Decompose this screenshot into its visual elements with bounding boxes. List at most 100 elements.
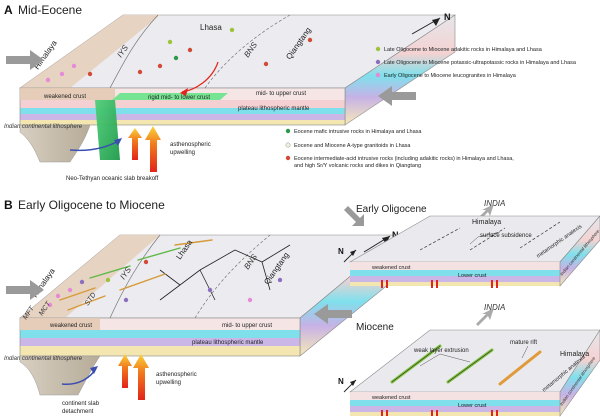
panel-a-oceanic-slab [95,100,120,160]
panel-a-weakened-crust-label: weakened crust [43,94,86,100]
inset-oligocene-subsidence-lines [419,221,561,251]
panel-a-north-label: N [444,12,451,22]
panel-b-left-push-arrow [6,280,44,300]
panel-b-north-arrow: N [363,230,399,253]
panel-b-upwelling-arrows [118,354,149,400]
panel-a-bns-line [204,14,291,89]
inset-oligocene-lower-label: Lower crust [458,273,487,279]
panel-a-slab-label: Neo-Tethyan oceanic slab breakoff [66,176,159,182]
inset-oligocene-north-label: N [338,247,344,256]
inset-miocene-leader-lines [419,345,529,367]
panel-a-left-push-arrow [6,50,44,70]
panel-b-rift-network [159,244,291,301]
panel-a-indian-lithosphere-label: Indian continental lithosphere [4,124,83,130]
inset-oligocene-crust [350,262,560,270]
inset-oligocene-side [559,215,600,287]
inset-miocene-crust [350,392,560,400]
panel-b-upwelling-label-2: upwelling [156,380,181,386]
inset-miocene-side [559,329,600,417]
inset-oligocene-subsidence: surface subsidence [480,233,532,239]
inset-miocene-mantle [350,406,560,412]
panel-b-himalaya-zone [20,235,160,318]
panel-a-weak-layer [20,100,345,108]
panel-b-dike-strokes [59,239,213,311]
inset-oligocene-heat-arrows [381,280,498,288]
inset-miocene-lower-label: Lower crust [458,403,487,409]
inset-miocene-extrusion-strokes [390,344,542,386]
legend-adakitic: Late Oligocene to Miocene adakitic rocks… [384,47,543,53]
inset-oligocene: Early Oligocene INDIA Himalaya surface s… [338,199,600,288]
inset-miocene-rift: mature rift [510,340,537,346]
inset-oligocene-himalaya: Himalaya [472,219,501,226]
panel-b-iys-line [109,234,161,319]
panel-b-slab-label-1: continent slab [62,401,100,407]
legend-a-type: Eocene and Miocene A-type granitoids in … [294,143,411,149]
panel-a-mantle-label: plateau lithospheric mantle [238,106,310,112]
inset-miocene-lower [350,400,560,406]
legend-leucogranites: Early Oligocene to Miocene leucogranites… [384,73,517,79]
panel-b-upwelling-label-1: asthenospheric [156,372,197,378]
panel-a-upper-crust-label: mid- to upper crust [256,91,306,97]
panel-a-title: Mid-Eocene [18,3,82,17]
panel-b-indian-lithosphere [19,355,101,396]
panel-b-connector-arrow [344,206,364,226]
panel-b-himalaya-front [20,318,100,330]
panel-b-upper-crust-label: mid- to upper crust [222,323,272,329]
inset-oligocene-leader-lines [469,231,501,245]
inset-miocene: INDIA Miocene weak layer extrusion matur… [338,303,600,417]
panel-b-front-outline [19,317,301,357]
inset-oligocene-north-arrow: N [338,247,357,263]
inset-oligocene-asth [350,282,560,286]
inset-oligocene-title: Early Oligocene [356,204,427,215]
panel-a-mantle-layer [20,114,345,120]
panel-b-mantle-label: plateau lithospheric mantle [192,340,264,346]
inset-miocene-himalaya: Himalaya [560,351,589,358]
inset-miocene-asth [350,412,560,416]
panel-a-right-push-arrow [378,86,416,106]
panel-a-asthenosphere-layer [20,120,345,125]
panel-a-legend-top: Late Oligocene to Miocene adakitic rocks… [375,46,577,79]
panel-a-upwelling-label-2: upwelling [170,150,195,156]
legend-potassic: Late Oligocene to Miocene potassic-ultra… [384,60,577,66]
legend-mafic: Eocene mafic intrusive rocks in Himalaya… [294,129,422,135]
inset-oligocene-mantle [350,276,560,282]
panel-a-himalaya-zone [20,15,160,88]
panel-a-rigid-crust-label: rigid mid- to lower crust [148,95,210,101]
panel-b-north-label: N [392,230,399,240]
inset-oligocene-lower [350,270,560,276]
panel-b-weakened-crust-label: weakened crust [49,323,92,329]
inset-miocene-north-label: N [338,377,344,386]
panel-a: A Mid-Eocene Himalaya IYS Lhasa BNS Qian… [4,3,577,182]
panel-a-upwelling-label-1: asthenospheric [170,142,211,148]
panel-a-region-lhasa: Lhasa [200,23,222,32]
panel-b-indian-lithosphere-label: Indian continental lithosphere [4,356,83,362]
panel-a-himalaya-front [20,88,115,100]
panel-b-asthenosphere-layer [20,346,300,356]
inset-miocene-heat-arrows [381,410,498,416]
inset-miocene-weakened: weakened crust [371,395,411,401]
panel-a-letter: A [4,3,13,17]
panel-a-lower-crust-layer [20,108,345,114]
panel-b-title: Early Oligocene to Miocene [18,198,165,212]
panel-b-mantle-layer [20,338,300,346]
inset-miocene-title: Miocene [356,322,394,333]
inset-miocene-extrusion: weak layer extrusion [413,348,469,354]
panel-a-front-outline [19,87,346,126]
panel-b-rock-markers [47,259,283,308]
panel-a-rigid-crust [112,93,228,100]
panel-b-bns-line [194,234,271,319]
panel-a-iys-line [109,14,159,89]
panel-a-rock-markers [45,27,313,83]
panel-a-indian-lithosphere [19,124,91,163]
panel-a-north-arrow: N [411,12,451,35]
panel-a-upwelling-arrows [128,126,161,172]
panel-b-right-push-arrow [314,304,352,324]
inset-miocene-india-arrow [476,308,494,326]
legend-intermediate-acid: Eocene intermediate-acid intrusive rocks… [294,156,514,162]
panel-b-letter: B [4,198,13,212]
inset-miocene-north-arrow: N [338,377,357,393]
inset-miocene-india: INDIA [484,303,505,312]
panel-a-legend-bottom: Eocene mafic intrusive rocks in Himalaya… [285,128,514,169]
legend-high-sr-y: and high Sr/Y volcanic rocks and dikes i… [294,163,421,169]
